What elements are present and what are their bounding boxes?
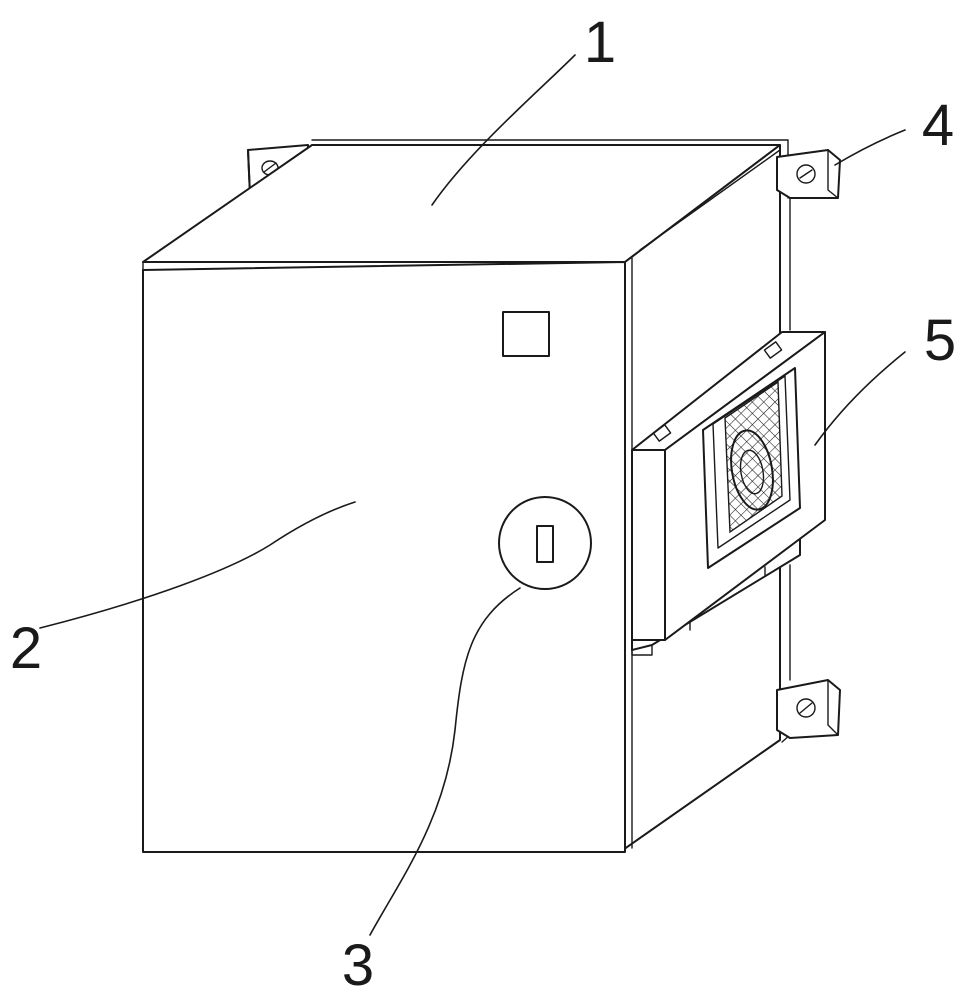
leader-1 [431,54,576,206]
callout-3: 3 [342,933,374,998]
callout-1: 1 [584,10,616,75]
fan-blade-outline [730,429,774,511]
leader-lines [39,54,906,936]
mounting-ear-bottom-right [776,679,841,739]
side-top-inner-edge [639,149,781,251]
leader-2 [39,501,356,629]
callout-5: 5 [924,308,956,373]
mounting-ear-top-right [776,149,841,199]
leader-3 [369,587,521,936]
callout-2: 2 [10,616,42,681]
door-indicator-square [502,311,550,357]
callout-4: 4 [922,93,954,158]
leader-5 [814,351,906,446]
ventilation-fan-unit [631,331,826,656]
leader-4 [834,129,906,166]
door-lock [498,496,592,590]
